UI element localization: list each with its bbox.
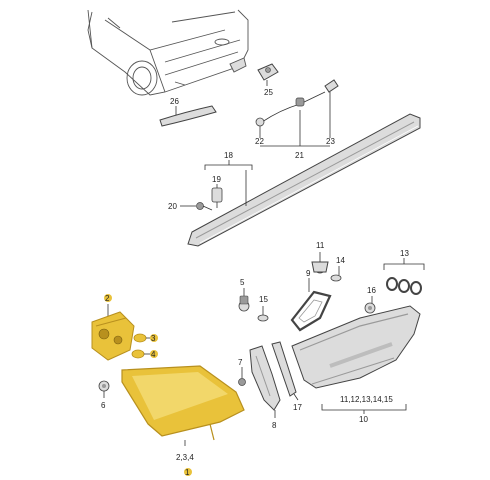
label-1: 1 <box>185 468 190 477</box>
marker-4 <box>150 350 158 358</box>
part-6-nut <box>98 380 110 398</box>
label-26: 26 <box>170 97 179 106</box>
label-19: 19 <box>212 175 221 184</box>
label-11-top: 11 <box>316 241 325 250</box>
label-16: 16 <box>367 286 376 295</box>
part-2-bulb-holder <box>91 311 135 361</box>
part-9-gasket <box>290 278 332 332</box>
part-16-nut <box>364 296 376 314</box>
part-8-cover <box>249 345 281 418</box>
part-15-bulb <box>257 306 269 322</box>
part-long-light-strip <box>187 113 421 247</box>
part-11-bulb-socket <box>311 252 329 274</box>
label-20: 20 <box>168 202 177 211</box>
part-20-screw <box>180 202 213 211</box>
bracket-10 <box>321 404 407 411</box>
part-3-bulb <box>133 333 150 343</box>
label-21: 21 <box>295 151 304 160</box>
label-10: 10 <box>359 415 368 424</box>
part-25-bracket <box>257 63 279 86</box>
label-17: 17 <box>293 403 302 412</box>
label-6: 6 <box>101 401 106 410</box>
part-17-seal <box>271 341 299 401</box>
label-22: 22 <box>255 137 264 146</box>
bracket-18 <box>204 164 253 170</box>
label-2-3-4: 2,3,4 <box>176 453 194 462</box>
part-5-bulb-socket <box>238 288 250 312</box>
car-rear-outline <box>87 9 249 96</box>
label-7: 7 <box>238 358 243 367</box>
label-15: 15 <box>259 295 268 304</box>
part-26-strip <box>159 105 217 127</box>
part-14-bulb <box>330 266 342 282</box>
label-14: 14 <box>336 256 345 265</box>
marker-1 <box>184 468 192 476</box>
label-18: 18 <box>224 151 233 160</box>
label-13: 13 <box>400 249 409 258</box>
part-19-clip <box>211 184 223 208</box>
label-11-15: 11,12,13,14,15 <box>340 395 393 404</box>
part-7-screw <box>238 367 246 386</box>
marker-3 <box>150 334 158 342</box>
label-5: 5 <box>240 278 245 287</box>
label-4: 4 <box>151 350 156 359</box>
label-23: 23 <box>326 137 335 146</box>
part-13-rings <box>383 258 425 295</box>
part-21-wiring <box>255 79 339 147</box>
part-4-bulb <box>131 349 150 359</box>
label-8: 8 <box>272 421 277 430</box>
marker-2 <box>104 294 112 302</box>
label-25: 25 <box>264 88 273 97</box>
label-2: 2 <box>105 294 110 303</box>
label-3: 3 <box>151 334 156 343</box>
part-10-inner-tail-light <box>291 305 421 389</box>
part-1-tail-light <box>121 365 245 441</box>
label-9: 9 <box>306 269 311 278</box>
